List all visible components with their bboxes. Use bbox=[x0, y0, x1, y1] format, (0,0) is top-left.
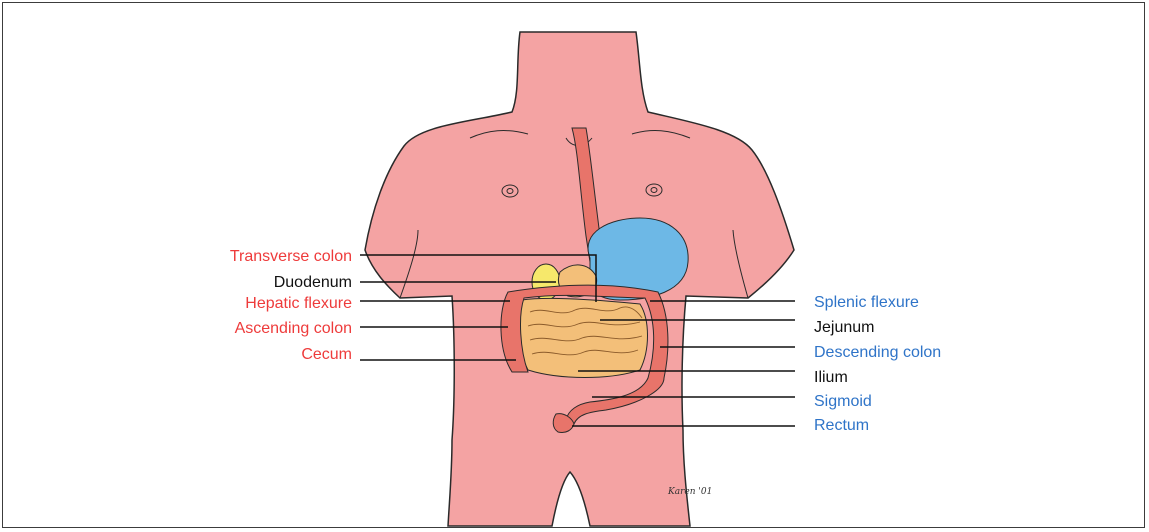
label-transverse-colon: Transverse colon bbox=[230, 248, 352, 265]
label-ascending-colon: Ascending colon bbox=[235, 320, 352, 337]
label-descending-colon: Descending colon bbox=[814, 344, 941, 361]
labels-left: Transverse colon Duodenum Hepatic flexur… bbox=[230, 248, 352, 363]
labels-right: Splenic flexure Jejunum Descending colon… bbox=[814, 294, 941, 434]
label-cecum: Cecum bbox=[301, 346, 352, 363]
label-sigmoid: Sigmoid bbox=[814, 393, 872, 410]
label-rectum: Rectum bbox=[814, 417, 869, 434]
label-ilium: Ilium bbox=[814, 369, 848, 386]
artist-signature: Karen '01 bbox=[667, 487, 712, 497]
label-duodenum: Duodenum bbox=[274, 274, 352, 291]
label-splenic-flexure: Splenic flexure bbox=[814, 294, 919, 311]
label-jejunum: Jejunum bbox=[814, 319, 874, 336]
label-hepatic-flexure: Hepatic flexure bbox=[245, 295, 352, 312]
